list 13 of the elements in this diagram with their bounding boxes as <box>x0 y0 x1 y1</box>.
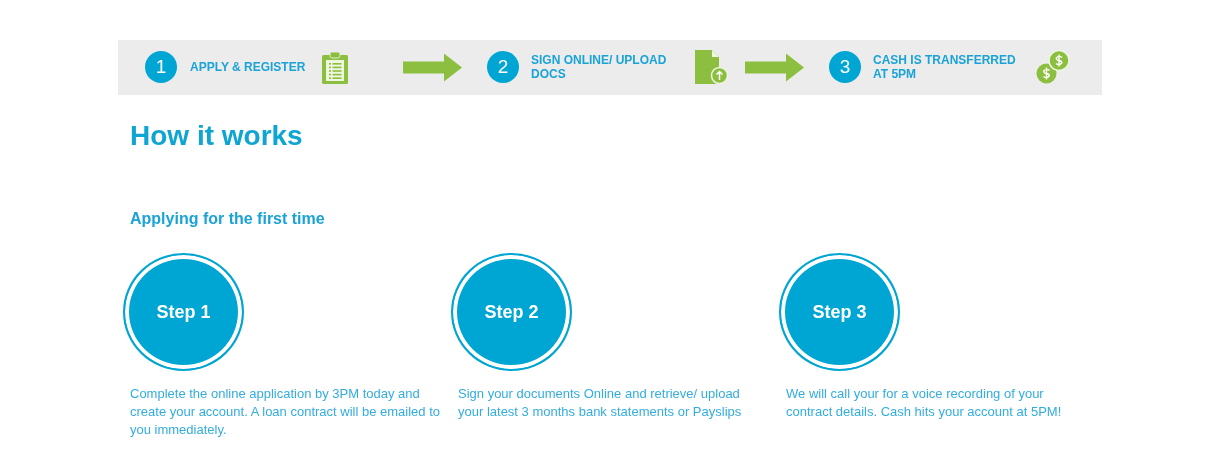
step-label: SIGN ONLINE/ UPLOAD DOCS <box>531 53 668 81</box>
arrow <box>403 53 462 82</box>
step-label: APPLY & REGISTER <box>190 60 307 74</box>
step-description: Complete the online application by 3PM today and create your account. A loan contract will be emailed to you immediately. <box>130 385 440 439</box>
step-description: We will call your for a voice recording of your contract details. Cash hits your account at 5PM! <box>786 385 1063 421</box>
step-label: CASH IS TRANSFERRED AT 5PM <box>873 53 1017 81</box>
step-circle: Step 2 <box>451 253 572 371</box>
step-description: Sign your documents Online and retrieve/ upload your latest 3 months bank statements or Payslips <box>458 385 743 421</box>
step-circle: Step 3 <box>779 253 900 371</box>
section-heading: Applying for the first time <box>130 210 325 228</box>
arrow <box>745 53 804 82</box>
step-circle: Step 1 <box>123 253 244 371</box>
page-title: How it works <box>130 120 303 152</box>
